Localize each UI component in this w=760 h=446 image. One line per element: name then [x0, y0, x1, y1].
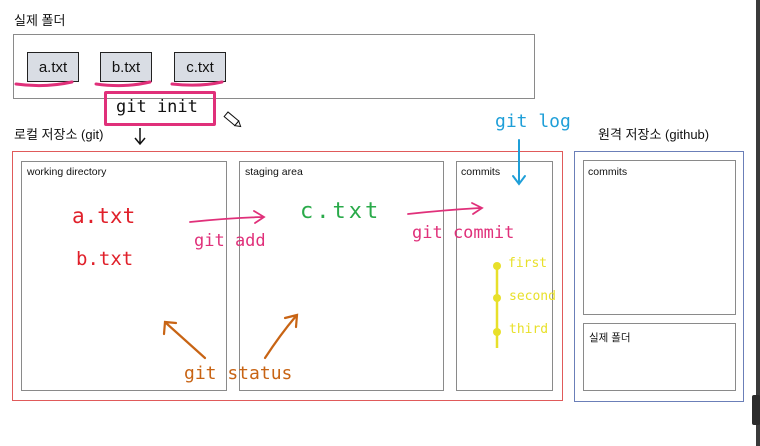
commit-first-label: first	[508, 256, 548, 271]
underline-c	[170, 80, 224, 87]
commit-dot-second	[493, 294, 501, 302]
underline-a	[14, 80, 74, 88]
local-repo-title: 로컬 저장소 (git)	[14, 127, 104, 142]
commit-second-label: second	[509, 289, 556, 304]
pencil-icon	[223, 111, 242, 128]
commit-third-label: third	[509, 322, 549, 337]
local-commits-panel	[456, 161, 553, 391]
git-commit-arrow	[407, 202, 484, 215]
remote-commits-label: commits	[588, 166, 628, 178]
staged-file: c.txt	[300, 199, 382, 224]
commit-dot-first	[493, 262, 501, 270]
staging-area-panel	[239, 161, 444, 391]
git-log-arrow	[512, 139, 526, 186]
file-a[interactable]: a.txt	[27, 52, 79, 82]
working-directory-label: working directory	[27, 166, 107, 178]
real-folder-title: 실제 폴더	[14, 13, 66, 28]
working-file-a: a.txt	[72, 204, 136, 228]
git-add-label: git add	[194, 231, 266, 251]
window-edge	[756, 0, 760, 446]
git-status-label: git status	[184, 363, 293, 384]
git-log-label: git log	[495, 111, 571, 132]
local-repo-box	[12, 151, 563, 401]
local-commits-label: commits	[461, 166, 501, 178]
git-commit-label: git commit	[412, 223, 515, 243]
working-directory-panel	[21, 161, 227, 391]
scroll-handle[interactable]	[752, 395, 760, 425]
git-status-left-arrow	[162, 320, 207, 360]
remote-repo-title: 원격 저장소 (github)	[598, 127, 710, 142]
working-file-b: b.txt	[76, 248, 134, 270]
remote-repo-box	[574, 151, 744, 402]
real-folder-box	[13, 34, 535, 99]
git-init-arrow	[134, 128, 146, 146]
git-add-arrow	[189, 210, 266, 224]
git-init-label: git init	[116, 97, 198, 117]
file-b[interactable]: b.txt	[100, 52, 152, 82]
git-status-right-arrow	[263, 313, 299, 360]
staging-area-label: staging area	[245, 166, 303, 178]
underline-b	[94, 80, 152, 88]
remote-real-folder-label: 실제 폴더	[589, 332, 631, 344]
git-init-box	[104, 91, 216, 126]
remote-real-folder-panel	[583, 323, 736, 391]
commit-dot-third	[493, 328, 501, 336]
file-c[interactable]: c.txt	[174, 52, 226, 82]
remote-commits-panel	[583, 160, 736, 315]
